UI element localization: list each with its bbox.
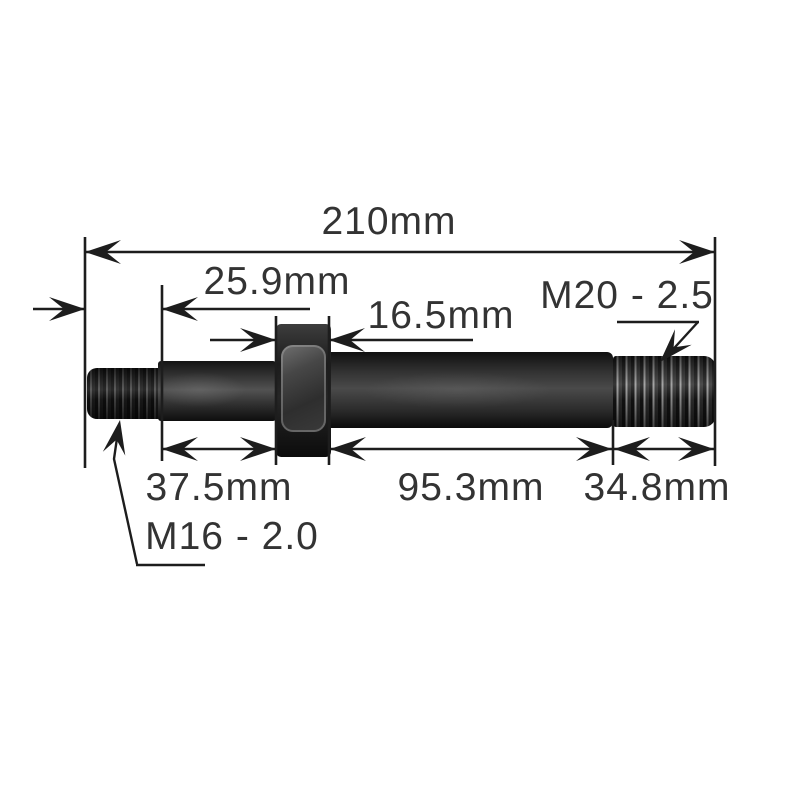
nut-flat-face [281, 345, 326, 432]
dimension-label-shoulder-length: 37.5mm [145, 466, 293, 509]
arrowhead-icon [162, 437, 198, 461]
arrowhead-icon [102, 418, 132, 456]
arrowhead-icon [679, 240, 715, 264]
leader-diagonal-m20 [665, 321, 699, 358]
arrowhead-icon [576, 437, 612, 461]
dimension-label-left-thread-length: 25.9mm [203, 260, 351, 303]
arrowhead-icon [240, 437, 276, 461]
hex-flange-nut [276, 324, 331, 457]
arrowhead-icon [49, 297, 85, 321]
shoulder-section [158, 361, 276, 421]
thread-spec-label-m20: M20 - 2.5 [540, 274, 714, 317]
arrowhead-icon [329, 328, 365, 352]
left-threaded-end [87, 368, 160, 419]
dimension-label-shaft-length: 95.3mm [397, 466, 545, 509]
thread-spec-label-m16: M16 - 2.0 [145, 515, 319, 558]
arrowhead-icon [240, 328, 276, 352]
leader-diagonal-m16 [112, 437, 139, 565]
arrowhead-icon [614, 437, 650, 461]
arrowhead-icon [330, 437, 366, 461]
dimension-label-right-thread-length: 34.8mm [583, 466, 731, 509]
right-threaded-end [613, 356, 716, 427]
dimension-label-overall-length: 210mm [321, 200, 457, 243]
dimension-label-nut-width: 16.5mm [367, 294, 515, 337]
arrowhead-icon [162, 297, 198, 321]
arrowhead-icon [678, 437, 714, 461]
main-shaft [331, 352, 613, 428]
arrowhead-icon [85, 240, 121, 264]
